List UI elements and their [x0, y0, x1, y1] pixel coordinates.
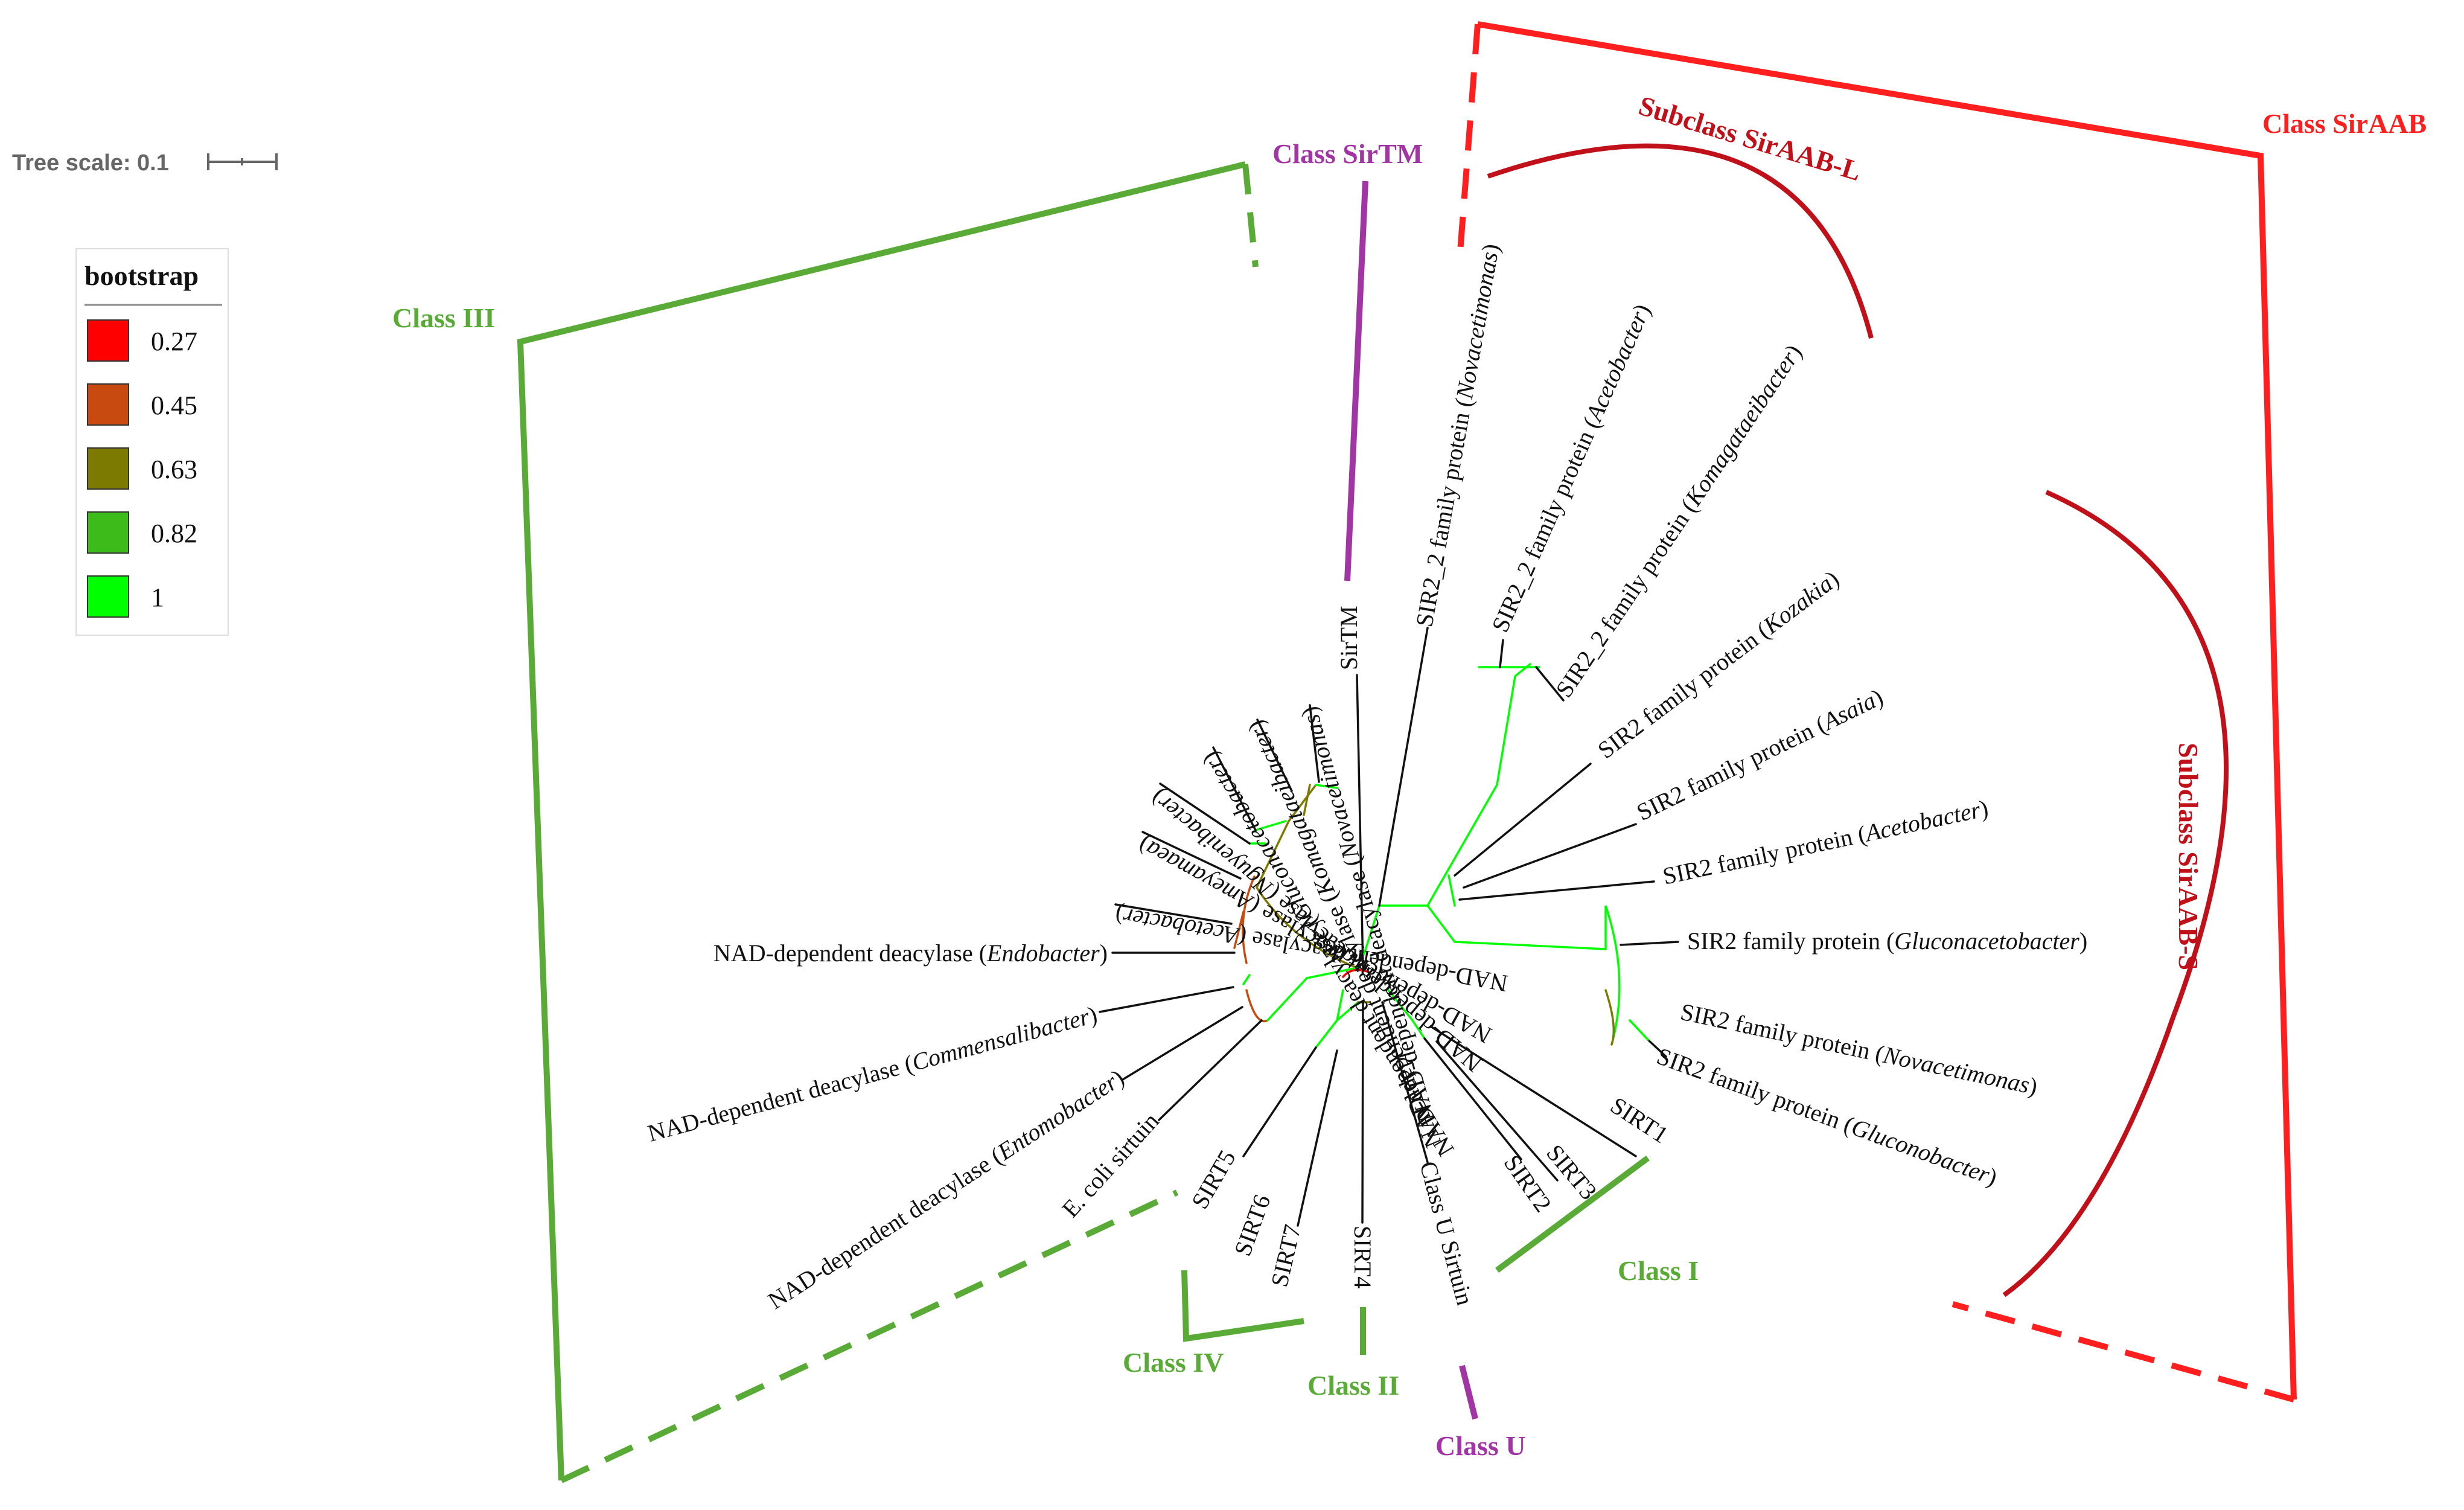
class-siraab-bracket-dash-left	[1457, 24, 1481, 260]
subclass-siraab-s-label: Subclass SirAAB-S	[2173, 743, 2204, 970]
legend-swatch	[87, 575, 129, 618]
class-iv-bracket	[1181, 1270, 1304, 1342]
leaf-label: SIR2 family protein (Gluconacetobacter)	[1687, 927, 2087, 955]
class-iii-bracket-dash-bottom	[560, 1189, 1179, 1483]
class-u-bracket	[1459, 1364, 1478, 1420]
leaf-label: SIR2_2 family protein (Novacetimonas)	[1411, 242, 1505, 629]
leaf-label: SIRT1	[1606, 1092, 1673, 1149]
legend-title: bootstrap	[85, 260, 199, 291]
legend-swatch	[87, 511, 129, 554]
tree-scale-bar	[207, 153, 278, 170]
legend-value: 1	[151, 583, 164, 612]
class-sirtm-label: Class SirTM	[1272, 138, 1423, 169]
legend-value: 0.27	[151, 327, 197, 356]
class-siraab-label: Class SirAAB	[2262, 108, 2427, 139]
subclass-siraab-l-label: Subclass SirAAB-L	[1635, 90, 1865, 187]
legend-swatch	[87, 319, 129, 362]
legend-swatch	[87, 383, 129, 426]
class-u-label: Class U	[1435, 1430, 1526, 1461]
leaf-label: SIRT6	[1229, 1191, 1276, 1259]
leaf-label: SirTM	[1335, 606, 1362, 670]
class-iii-label: Class III	[392, 302, 495, 333]
leaf-label: SIR2 family protein (Acetobacter)	[1661, 794, 1991, 889]
class-ii-label: Class II	[1307, 1370, 1399, 1401]
tree-scale-label: Tree scale: 0.1	[12, 150, 169, 176]
leaf-label: SIRT5	[1186, 1145, 1241, 1214]
class-iv-label: Class IV	[1123, 1347, 1224, 1378]
class-siraab-bracket	[1477, 21, 2297, 1400]
legend-value: 0.63	[151, 455, 197, 484]
class-brackets	[517, 21, 2297, 1483]
legend-value: 0.45	[151, 391, 197, 420]
leaf-label: SIRT4	[1349, 1226, 1376, 1288]
legend-box	[75, 248, 229, 636]
tree-branches	[1099, 627, 1679, 1227]
tree-scale: Tree scale: 0.1	[12, 150, 278, 176]
subclass-siraab-l-arc	[1487, 143, 1874, 339]
class-siraab-bracket-dash-bottom	[1952, 1301, 2295, 1403]
class-sirtm-bracket	[1344, 181, 1368, 581]
leaf-label: Class U Sirtuin	[1414, 1159, 1479, 1308]
class-iii-bracket-dash-top	[1242, 164, 1259, 267]
leaf-label: SIRT7	[1265, 1222, 1306, 1290]
class-i-label: Class I	[1618, 1255, 1699, 1286]
subclass-siraab-s-arc	[2002, 490, 2229, 1297]
class-iii-bracket	[517, 161, 1246, 1481]
legend-value: 0.82	[151, 519, 197, 548]
class-i-bracket	[1495, 1155, 1650, 1273]
leaf-labels: NAD-dependent deacylase (Novacetimonas)N…	[645, 242, 2087, 1314]
legend-swatch	[87, 447, 129, 490]
bootstrap-legend: bootstrap 0.27 0.45 0.63 0.82 1	[75, 248, 229, 636]
leaf-label: NAD-dependent deacylase (Endobacter)	[713, 939, 1108, 967]
